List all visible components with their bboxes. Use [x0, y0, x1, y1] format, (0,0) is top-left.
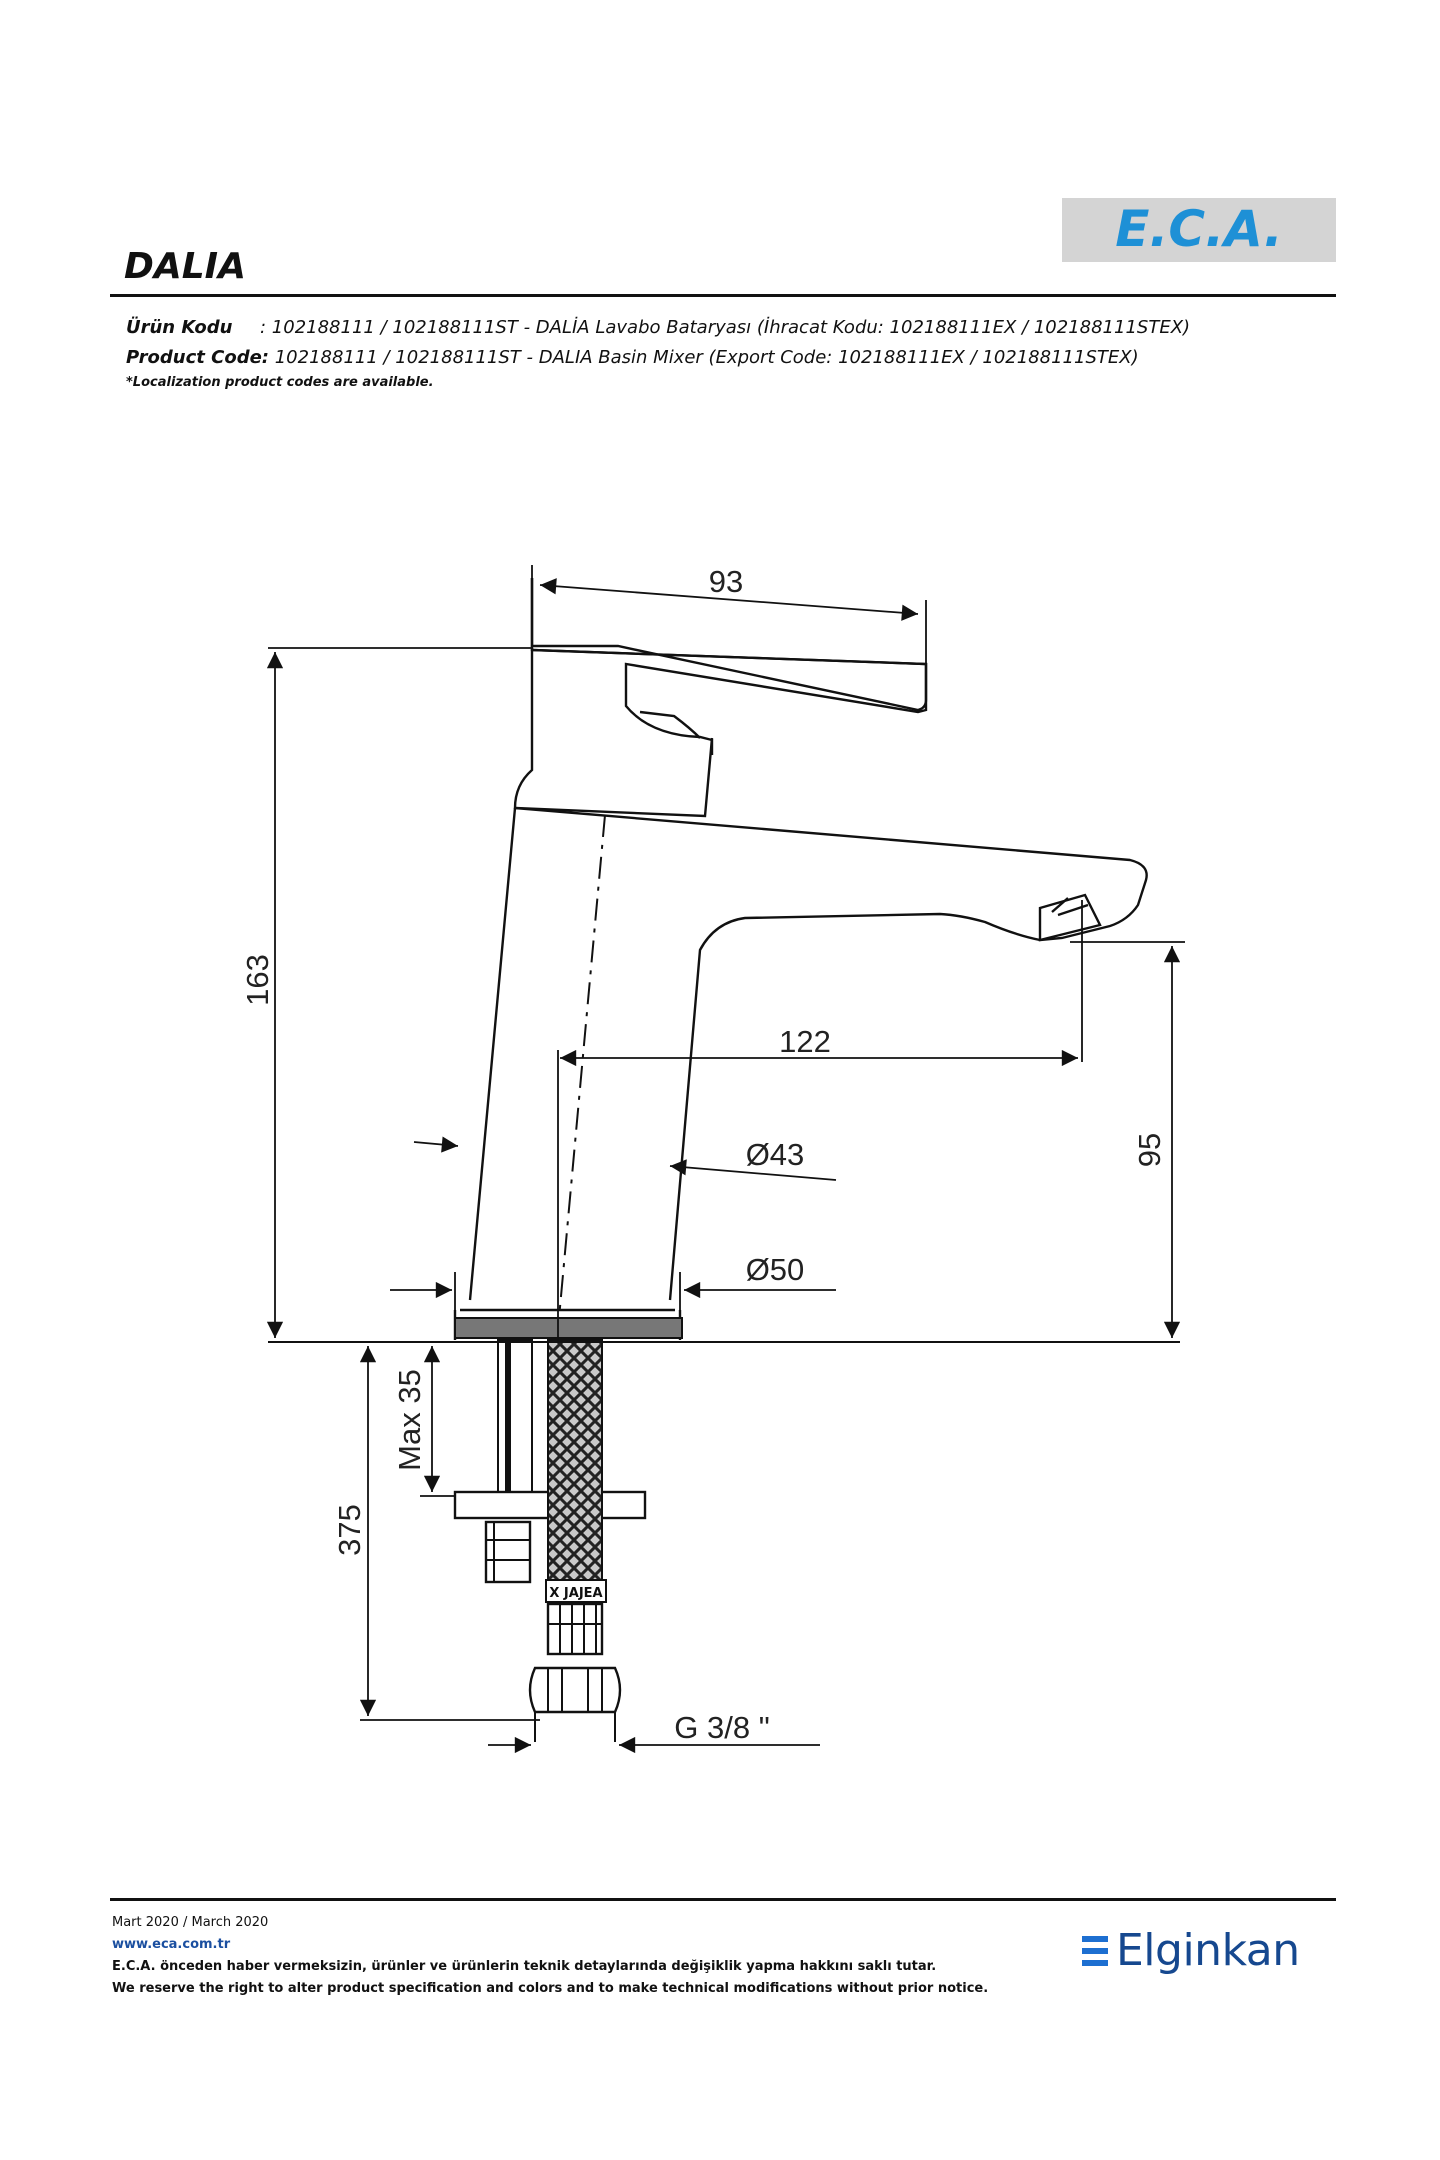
dim-50-label: Ø50 [746, 1252, 805, 1287]
dim-95-label: 95 [1132, 1133, 1167, 1167]
header-divider [110, 294, 1336, 297]
turkish-code-text: : 102188111 / 102188111ST - DALİA Lavabo… [260, 317, 1191, 338]
hose-connector-nut [528, 1666, 622, 1714]
dim-163-label: 163 [240, 954, 275, 1006]
base-plate [454, 1317, 683, 1339]
connector-ribs [547, 1668, 603, 1712]
dim-375-label: 375 [332, 1504, 367, 1556]
product-codes: Ürün Kodu : 102188111 / 102188111ST - DAL… [126, 313, 1190, 393]
mounting-nut [484, 1520, 532, 1584]
footer-divider [110, 1898, 1336, 1901]
dim-lever-length: 93 [531, 564, 927, 664]
footer-info: Mart 2020 / March 2020 www.eca.com.tr E.… [112, 1912, 988, 2000]
disclaimer-tr: E.C.A. önceden haber vermeksizin, ürünle… [112, 1959, 937, 1974]
rod-shading [505, 1340, 511, 1492]
english-code-label: Product Code: [126, 347, 269, 368]
dim-122-label: 122 [779, 1024, 831, 1059]
dim-thread: G 3/8 " [488, 1710, 820, 1754]
dim-43-label: Ø43 [746, 1137, 805, 1172]
turkish-code-line: Ürün Kodu : 102188111 / 102188111ST - DAL… [126, 313, 1190, 343]
dim-hose-length: 375 [332, 1346, 540, 1721]
eca-logo: E.C.A. [1062, 198, 1336, 262]
dim-thread-label: G 3/8 " [674, 1710, 769, 1745]
footer-date: Mart 2020 / March 2020 [112, 1915, 269, 1930]
dim-max-counter: Max 35 [392, 1346, 455, 1497]
dim-body-diameter: Ø43 [413, 1136, 837, 1181]
threaded-rod [497, 1339, 533, 1493]
dim-total-height: 163 [240, 647, 532, 1338]
connector-leads [534, 1712, 616, 1742]
lever-top [530, 578, 928, 755]
english-code-line: Product Code: 102188111 / 102188111ST - … [126, 343, 1190, 373]
cartridge [513, 648, 714, 818]
elginkan-bars-icon [1082, 1935, 1108, 1966]
disclaimer-en: We reserve the right to alter product sp… [112, 1981, 989, 1996]
cartridge-inner [639, 710, 701, 739]
hose-label-band [545, 1579, 607, 1603]
dim-max35-label: Max 35 [392, 1369, 427, 1471]
dim-93-label: 93 [709, 564, 743, 599]
aerator [1038, 893, 1102, 942]
elginkan-logo: Elginkan [1082, 1925, 1300, 1976]
braided-hose [547, 1339, 603, 1581]
english-code-text: 102188111 / 102188111ST - DALIA Basin Mi… [274, 347, 1139, 368]
faucet-outline [453, 578, 1148, 1340]
dim-base-diameter: Ø50 [390, 1252, 836, 1310]
hose-crimp [546, 1602, 604, 1656]
main-body [468, 806, 1148, 1301]
nut-lines [486, 1522, 530, 1582]
elginkan-logo-text: Elginkan [1116, 1925, 1300, 1976]
centerline [556, 814, 606, 1341]
turkish-code-label: Ürün Kodu [126, 317, 233, 338]
dim-spout-height: 95 [1070, 941, 1185, 1338]
product-title: DALIA [124, 246, 246, 287]
footer-url[interactable]: www.eca.com.tr [112, 1937, 231, 1952]
hose-marking: X JAJEA [549, 1586, 602, 1601]
crimp-ribs [548, 1604, 602, 1654]
localization-note: *Localization product codes are availabl… [126, 375, 434, 390]
eca-logo-text: E.C.A. [1115, 200, 1282, 258]
aerator-lines [1051, 897, 1089, 917]
dim-spout-reach: 122 [557, 900, 1083, 1342]
